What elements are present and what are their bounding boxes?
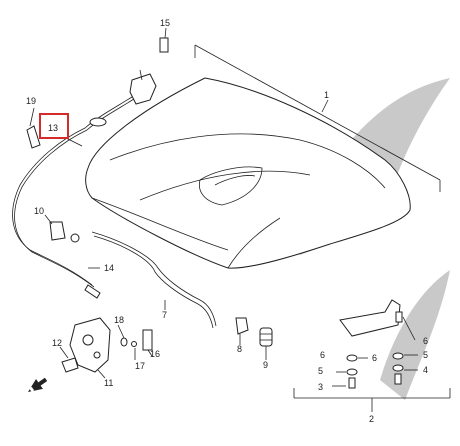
bracket-1 — [194, 44, 441, 192]
callout-5b: 5 — [423, 350, 428, 360]
callout-5a: 5 — [318, 366, 323, 376]
bracket-2 — [293, 388, 451, 412]
callout-18: 18 — [114, 315, 124, 325]
callout-13: 13 — [48, 123, 58, 133]
upper-latch — [129, 37, 169, 105]
callout-4: 4 — [423, 365, 428, 375]
highlight-box-13 — [39, 113, 69, 139]
callout-numbers: 1 2 3 4 5 5 6 6 6 7 8 9 10 11 12 13 14 1… — [26, 18, 428, 424]
front-arrow-icon — [28, 377, 48, 392]
callout-11: 11 — [104, 378, 113, 388]
callout-6c: 6 — [320, 350, 325, 360]
callout-6a: 6 — [423, 336, 428, 346]
callout-15: 15 — [160, 18, 170, 28]
release-cable — [12, 94, 138, 299]
callout-7: 7 — [162, 310, 167, 320]
leader-lines — [29, 27, 418, 387]
hinge-assembly — [339, 299, 404, 389]
callout-12: 12 — [52, 338, 62, 348]
callout-14: 14 — [104, 263, 114, 273]
callout-2: 2 — [369, 414, 374, 424]
callout-1: 1 — [324, 90, 329, 100]
hood-lock — [61, 317, 111, 373]
callout-8: 8 — [237, 344, 242, 354]
callout-6b: 6 — [372, 353, 377, 363]
bolts-16-18 — [120, 329, 153, 351]
callout-16: 16 — [150, 349, 160, 359]
clip-8 — [235, 317, 249, 335]
callout-19: 19 — [26, 96, 36, 106]
callout-9: 9 — [263, 360, 268, 370]
callout-3: 3 — [318, 382, 323, 392]
support-rod — [91, 231, 217, 329]
clip-10 — [49, 221, 80, 243]
callout-10: 10 — [34, 206, 44, 216]
hood-panel — [85, 77, 411, 269]
seal-19 — [26, 125, 41, 149]
grommet-9 — [259, 327, 273, 347]
callout-17: 17 — [135, 361, 145, 371]
